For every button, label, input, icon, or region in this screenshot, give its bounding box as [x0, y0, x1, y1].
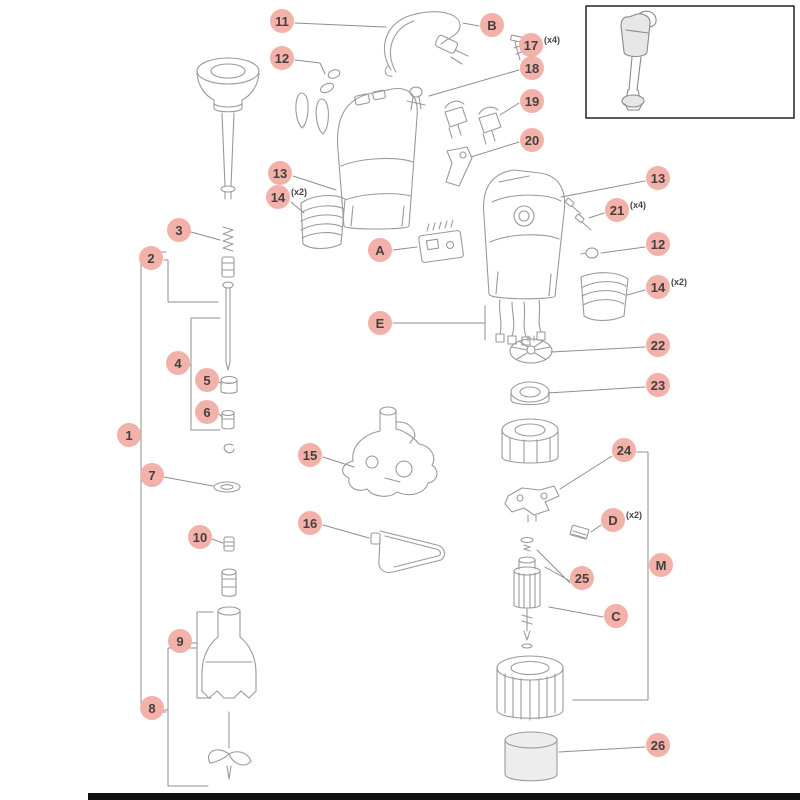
part-bell-foot-top-icon — [196, 57, 260, 200]
part-lower-bushing-icon — [221, 568, 237, 597]
part-pcb-icon — [418, 219, 464, 263]
inset-thumbnail-box — [585, 5, 795, 119]
part-lever-bracket-icon — [445, 146, 473, 187]
part-motor-housing-left-icon — [336, 87, 418, 230]
part-gearbox-icon — [342, 406, 438, 497]
part-motor-housing-right-icon — [482, 169, 566, 300]
part-washer-spring-icon — [520, 536, 534, 552]
part-fan-icon — [509, 335, 553, 364]
part-nut-icon — [220, 375, 238, 394]
part-rotor-armature-icon — [513, 556, 541, 641]
part-screw-17-icon — [510, 34, 523, 61]
product-thumbnail-icon — [620, 10, 657, 111]
part-bottom-cap-icon — [504, 731, 558, 782]
part-carbon-brushes-icon — [569, 524, 590, 540]
part-shaft-washer-icon — [521, 643, 533, 649]
part-drive-coupling-icon — [221, 256, 235, 278]
part-power-cord-icon — [383, 11, 469, 77]
part-brush-plate-icon — [504, 485, 560, 523]
part-screws-21-icon — [564, 197, 592, 231]
part-switch-pin-icon — [406, 86, 426, 111]
part-retaining-clip-icon — [223, 443, 235, 454]
part-washer-icon — [213, 481, 241, 493]
part-drive-shaft-icon — [222, 281, 234, 371]
part-bushing-icon — [221, 409, 235, 430]
part-bearing-ring-icon — [510, 381, 550, 406]
leader-lines — [140, 22, 649, 787]
part-blade-icon — [208, 711, 252, 780]
part-bell-housing-icon — [201, 606, 257, 699]
part-louver-panel-left-icon — [300, 194, 346, 250]
part-speed-knob-icon — [580, 247, 599, 259]
part-drive-spring-icon — [222, 226, 234, 252]
part-fan-housing-icon — [501, 418, 559, 464]
part-stator-icon — [496, 655, 564, 721]
page-edge-bar — [88, 793, 800, 800]
part-handle-bracket-icon — [370, 530, 446, 573]
part-spacer-icon — [223, 536, 235, 552]
part-buttons-icon — [295, 69, 341, 135]
part-louver-panel-right-icon — [580, 272, 629, 322]
part-microswitches-icon — [444, 100, 502, 145]
part-wiring-harness-icon — [495, 299, 546, 346]
